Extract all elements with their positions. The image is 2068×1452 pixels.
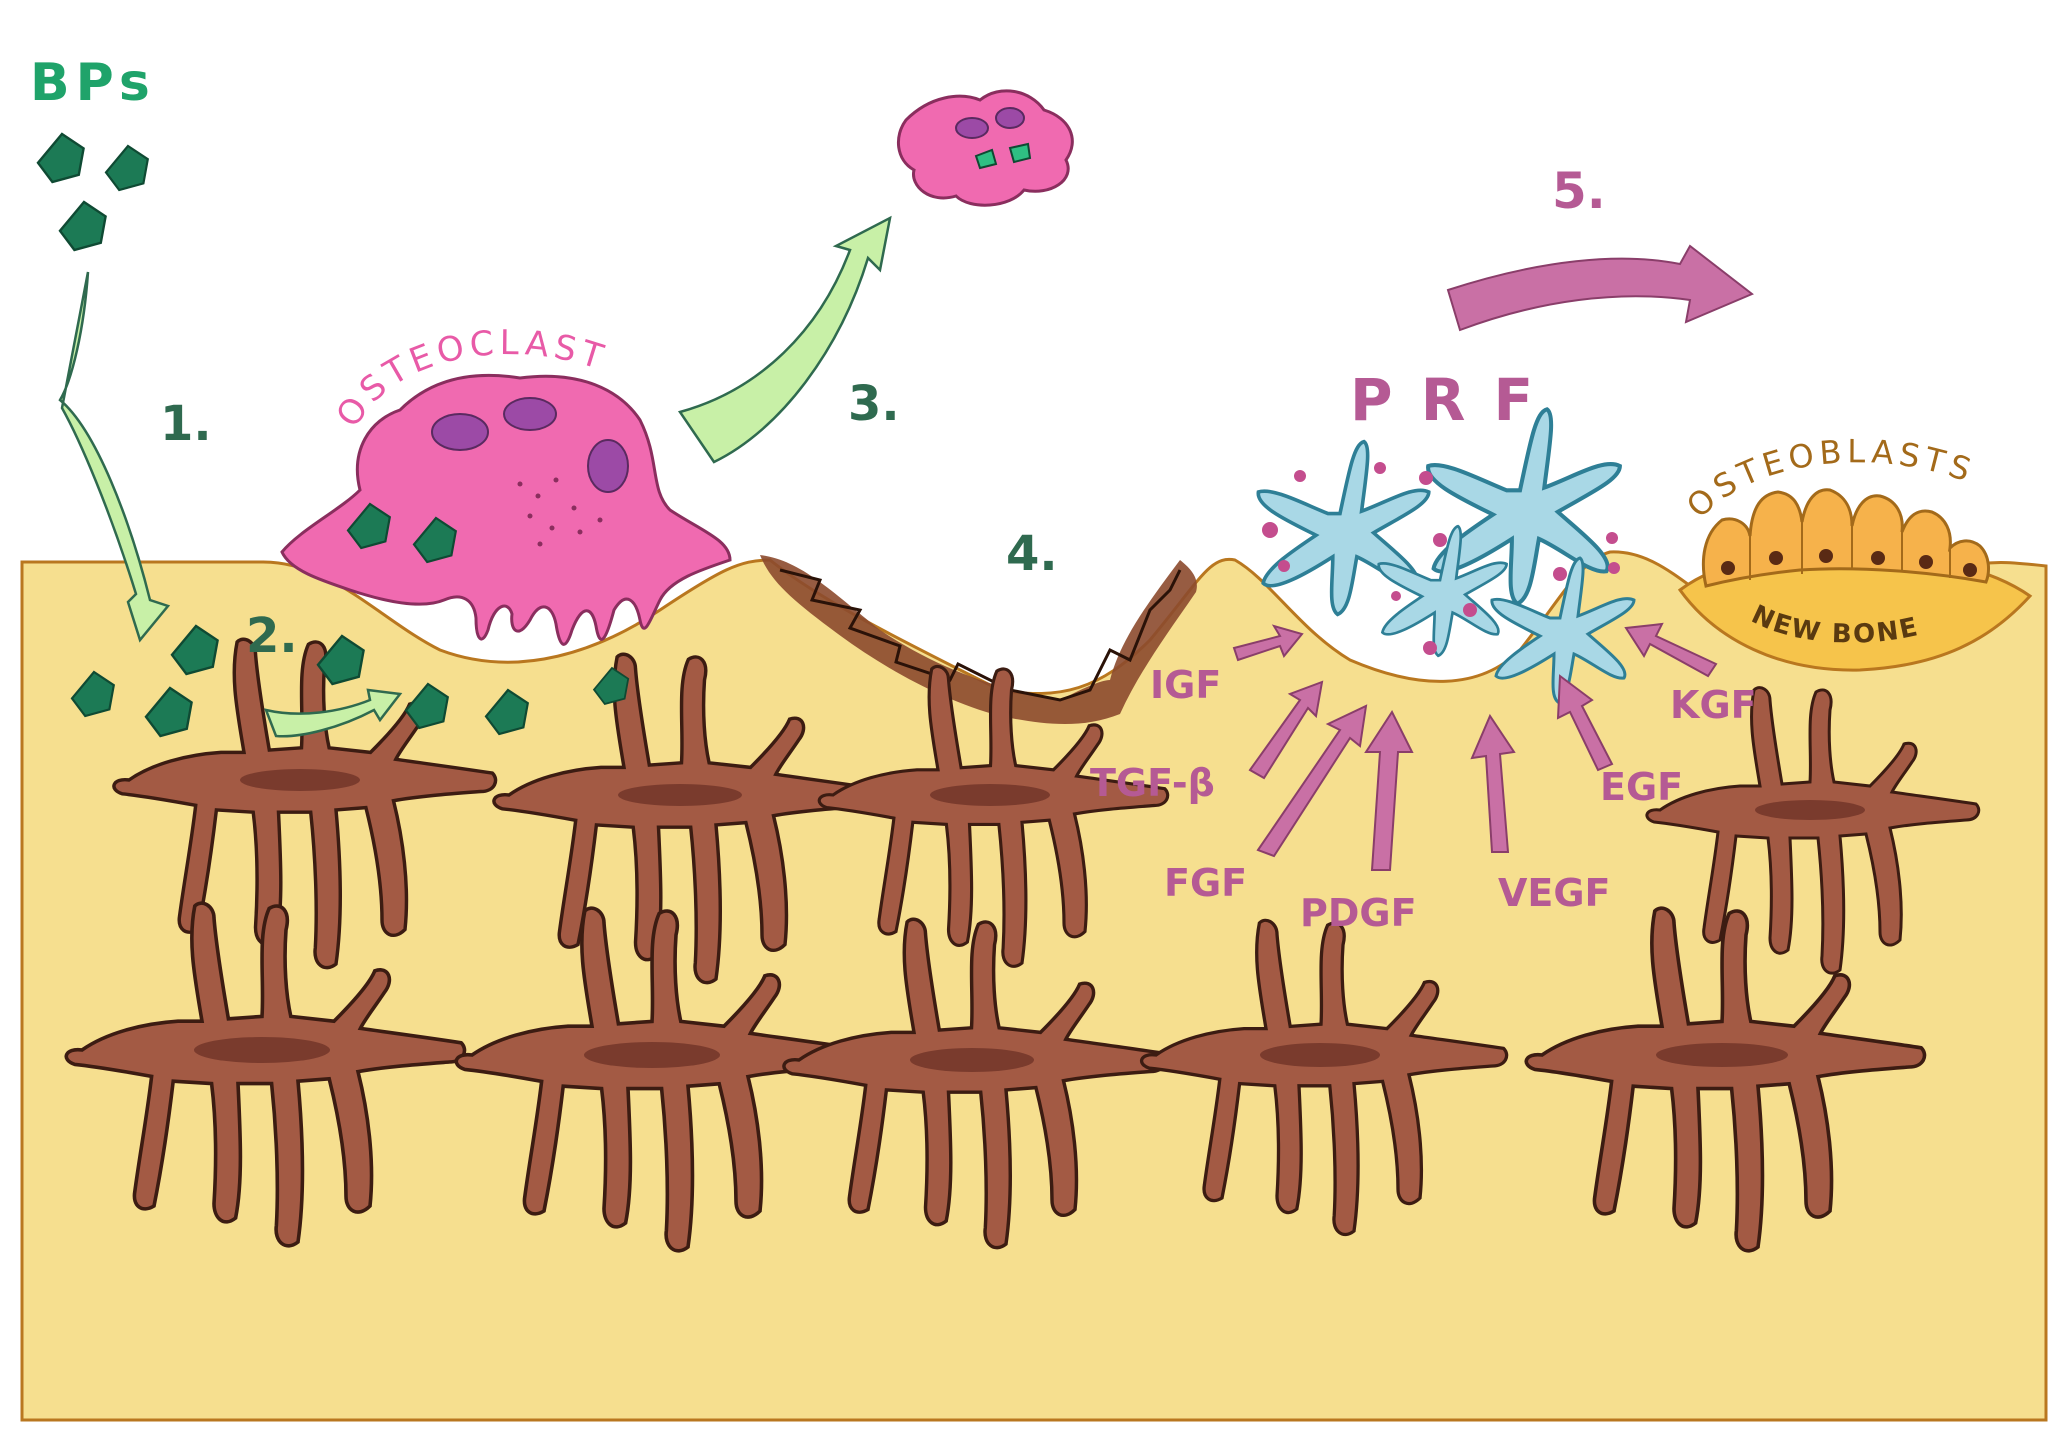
apoptotic-osteoclast-body xyxy=(896,89,1074,207)
growth-factor-labels: IGF TGF-β FGF PDGF VEGF EGF KGF xyxy=(1090,663,1757,935)
apoptotic-osteoclast xyxy=(896,89,1074,207)
factor-egf: EGF xyxy=(1600,765,1683,809)
arrow-step3 xyxy=(677,215,892,464)
arrow-step2 xyxy=(263,688,403,738)
osteocyte-nucleus xyxy=(618,784,742,806)
platelets xyxy=(1262,462,1620,655)
arrow-step5 xyxy=(1446,244,1754,332)
bps-label: BPs xyxy=(30,53,156,113)
factor-tgf-beta: TGF-β xyxy=(1090,761,1215,805)
bp-molecule xyxy=(974,148,998,170)
apoptotic-nucleus xyxy=(995,107,1025,129)
osteocyte-nucleus xyxy=(1656,1043,1788,1067)
growth-factor-arrows xyxy=(1232,622,1718,871)
osteoclast-nucleus xyxy=(587,439,629,493)
step-1-label: 1. xyxy=(160,396,212,452)
osteoclast-nucleus xyxy=(431,413,489,451)
necrotic-zone xyxy=(760,555,1197,725)
green-arrows xyxy=(58,215,892,738)
osteocyte-nucleus xyxy=(240,769,360,791)
factor-vegf: VEGF xyxy=(1498,871,1611,915)
arrow-egf xyxy=(1556,674,1614,772)
bp-molecule xyxy=(36,132,85,184)
osteocyte-nucleus xyxy=(930,784,1050,806)
prf-cell xyxy=(1256,439,1431,617)
arrow-vegf xyxy=(1470,713,1516,853)
step-labels: 1. 2. 3. 4. xyxy=(160,376,1058,664)
step-4-label: 4. xyxy=(1006,526,1058,582)
factor-pdgf: PDGF xyxy=(1300,891,1417,935)
prf-label: P R F xyxy=(1350,366,1537,434)
arrow-fgf xyxy=(1256,704,1368,858)
necrotic-crack xyxy=(779,568,1182,702)
osteoclast-nucleus xyxy=(503,397,557,431)
osteocyte-nucleus xyxy=(584,1042,720,1068)
arrow-kgf xyxy=(1624,622,1718,678)
arrow-tgf xyxy=(1248,680,1324,780)
bp-molecule xyxy=(1008,142,1032,164)
osteocyte-nucleus xyxy=(194,1037,330,1063)
step-5-label: 5. xyxy=(1552,162,1606,220)
arrow-igf xyxy=(1232,624,1304,662)
osteoclast-granules xyxy=(517,477,603,547)
osteocyte-nucleus xyxy=(1755,800,1865,820)
factor-fgf: FGF xyxy=(1164,861,1247,905)
osteocyte-nuclei xyxy=(194,769,1865,1072)
factor-igf: IGF xyxy=(1150,663,1221,707)
osteocyte-nucleus xyxy=(1260,1043,1380,1067)
osteoblast-layer xyxy=(1677,488,2033,672)
apoptotic-nucleus xyxy=(955,117,989,139)
factor-kgf: KGF xyxy=(1670,683,1757,727)
osteoclast-cell xyxy=(280,373,732,646)
arrow-step1 xyxy=(58,271,171,643)
arrow-pdgf xyxy=(1364,709,1414,871)
bp-molecule xyxy=(58,200,107,252)
step-2-label: 2. xyxy=(246,608,298,664)
bp-molecule xyxy=(104,144,149,192)
step-3-label: 3. xyxy=(848,376,900,432)
osteocyte-nucleus xyxy=(910,1048,1034,1072)
